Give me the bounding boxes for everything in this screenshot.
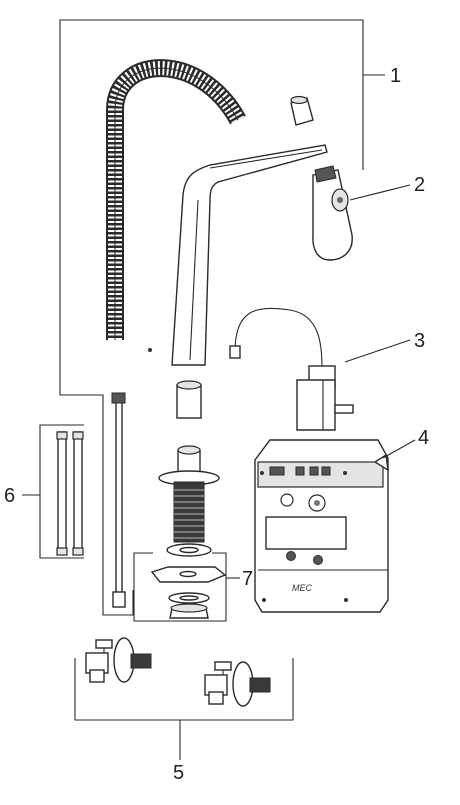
group-5-angle-valves — [74, 637, 294, 760]
callout-4: 4 — [418, 427, 430, 449]
faucet-spout — [171, 144, 328, 366]
group-1-bracket — [59, 19, 385, 616]
callout-2: 2 — [414, 174, 426, 196]
spray-head — [312, 165, 353, 261]
corrugated-hose — [106, 59, 246, 352]
mounting-shank — [158, 445, 220, 543]
callout-3: 3 — [414, 330, 426, 352]
brand-logo-text: MEC — [292, 583, 312, 593]
sensor-cable — [229, 307, 323, 369]
spout-coupling — [176, 380, 202, 419]
sensor-rod — [111, 392, 126, 608]
callout-5: 5 — [173, 762, 185, 784]
callout-1: 1 — [390, 65, 402, 87]
callout-6: 6 — [4, 485, 16, 507]
solenoid-valve — [296, 365, 354, 431]
group-6-tubes — [22, 424, 84, 559]
nozzle-cap — [290, 95, 314, 126]
leader-4 — [382, 439, 416, 459]
callout-7: 7 — [242, 568, 254, 590]
leader-2 — [349, 184, 411, 201]
control-box — [254, 439, 389, 613]
leader-3 — [344, 339, 411, 363]
group-7-hardware — [133, 543, 240, 622]
